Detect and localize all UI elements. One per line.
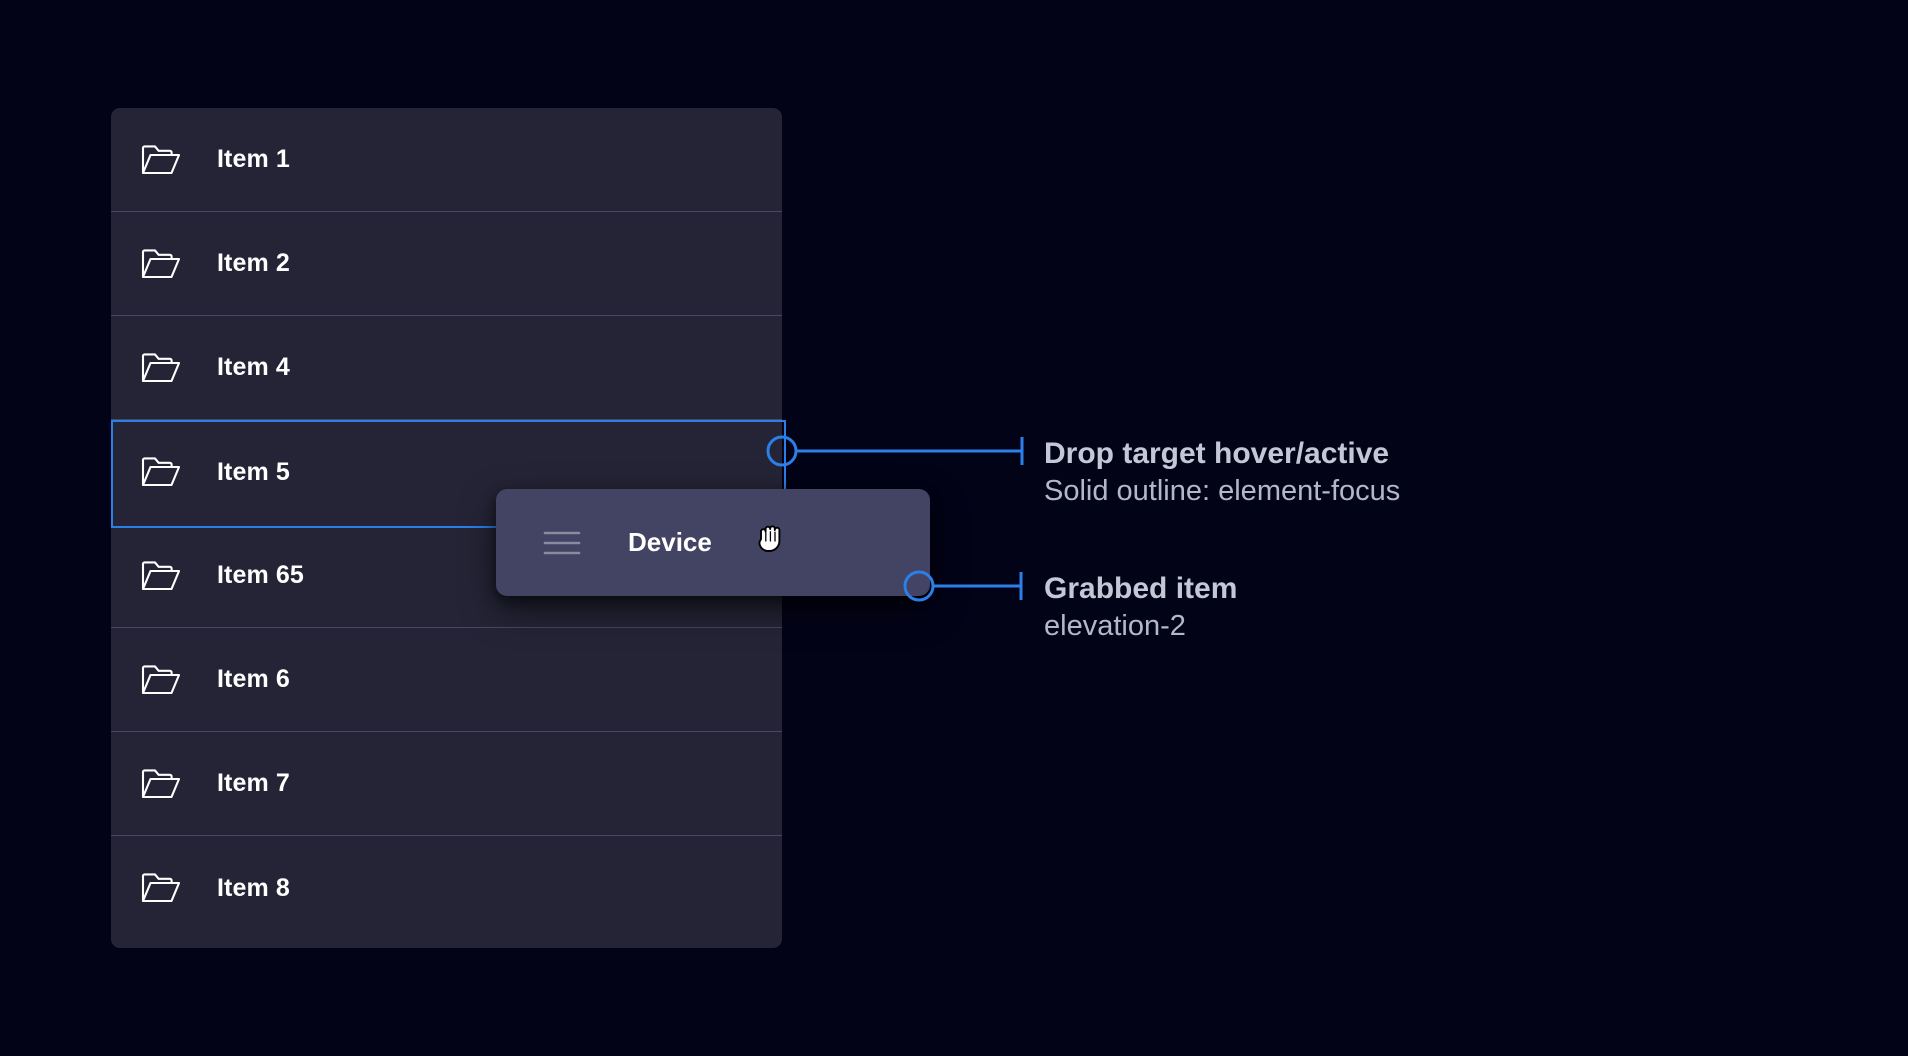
folder-open-icon [140,871,182,905]
callout-subtitle: Solid outline: element-focus [1044,475,1401,508]
list-item[interactable]: Item 6 [111,628,782,732]
list-item-label: Item 4 [217,353,290,381]
folder-open-icon [140,559,182,593]
drag-handle-icon[interactable] [543,530,581,556]
callout-title: Grabbed item [1044,572,1238,605]
callout-text-block: Drop target hover/active Solid outline: … [1044,435,1400,511]
folder-open-icon [140,247,182,281]
list-item-label: Item 8 [217,873,290,902]
list-item[interactable]: Item 65 [111,524,782,628]
grabbed-item-label: Device [628,527,712,557]
list-item-label: Item 1 [217,145,290,173]
list-item-label: Item 65 [217,561,304,589]
list-item[interactable]: Item 2 [111,212,782,316]
callout-circle-marker [765,434,1035,468]
folder-open-icon [140,663,182,697]
list-item-label: Item 6 [217,665,290,693]
list-item[interactable]: Item 1 [111,108,782,212]
grabbing-hand-cursor [755,519,789,557]
list-item-label: Item 2 [217,249,290,277]
folder-open-icon [140,351,182,385]
callout-subtitle: elevation-2 [1044,610,1186,643]
callout-text-block: Grabbed item elevation-2 [1044,570,1237,646]
list-item[interactable]: Item 4 [111,316,782,420]
folder-open-icon [140,767,182,801]
folder-open-icon [140,455,182,489]
callout-circle-marker [902,569,1034,603]
callout-title: Drop target hover/active [1044,437,1390,470]
list-item-label: Item 5 [217,457,290,486]
list-item[interactable]: Item 7 [111,732,782,836]
folder-open-icon [140,143,182,177]
list-item-label: Item 7 [217,769,290,797]
list-item[interactable]: Item 8 [111,836,782,940]
grabbed-item-chip[interactable]: Device [496,489,930,596]
